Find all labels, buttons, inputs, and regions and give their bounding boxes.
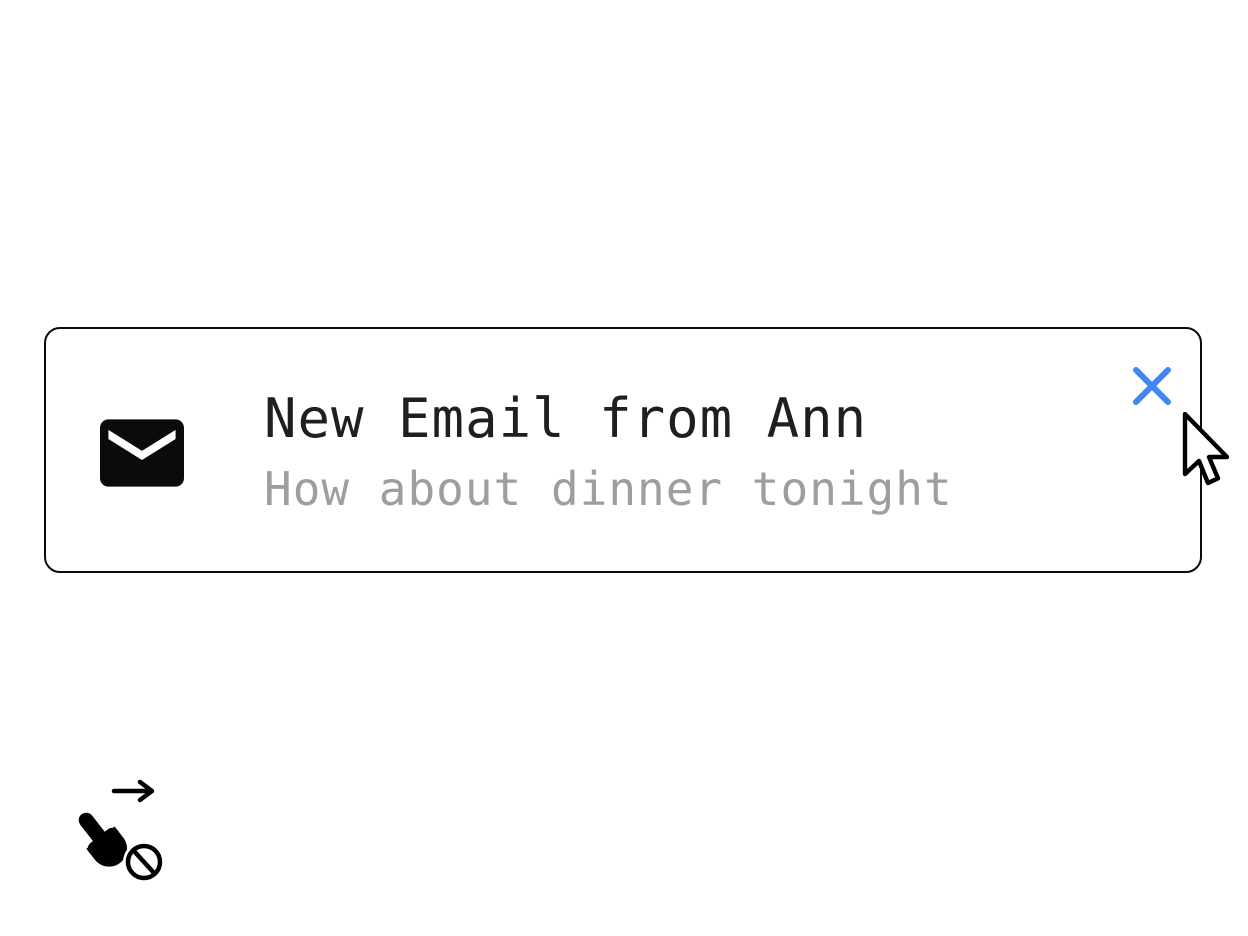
- swipe-right-blocked-gesture-icon: [78, 776, 178, 888]
- email-icon: [100, 419, 184, 487]
- close-icon: [1133, 367, 1171, 405]
- close-button[interactable]: [1128, 362, 1176, 410]
- email-icon-glyph: [100, 419, 184, 487]
- swipe-arrow-icon: [111, 779, 155, 803]
- notification-subtitle: How about dinner tonight: [264, 462, 953, 516]
- notification-card[interactable]: New Email from Ann How about dinner toni…: [44, 327, 1202, 573]
- hand-icon: [78, 812, 128, 867]
- notification-title: New Email from Ann: [264, 387, 868, 450]
- blocked-icon: [123, 841, 165, 883]
